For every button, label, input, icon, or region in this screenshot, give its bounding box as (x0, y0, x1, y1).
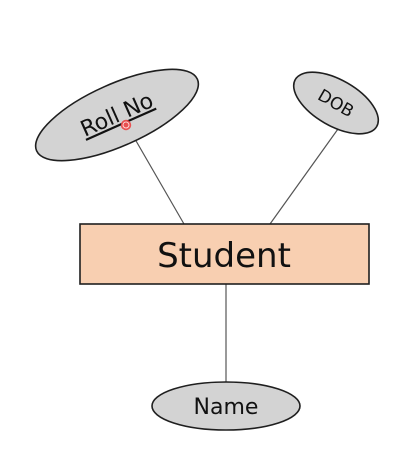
attribute-roll-no[interactable]: Roll No (24, 51, 210, 179)
entity-student-box (79, 223, 370, 285)
attribute-name-label: Name (194, 395, 259, 420)
cursor-dot-icon (120, 119, 132, 131)
attribute-name-shape (151, 381, 301, 431)
roll-no-connector (127, 126, 185, 225)
attribute-name[interactable]: Name (151, 381, 301, 431)
dob-connector (269, 128, 339, 225)
entity-student[interactable]: Student (79, 223, 370, 285)
attribute-dob[interactable]: DOB (284, 60, 388, 147)
attribute-dob-shape (292, 71, 380, 135)
attribute-roll-no-shape (34, 68, 200, 162)
entity-student-label: Student (157, 236, 291, 276)
